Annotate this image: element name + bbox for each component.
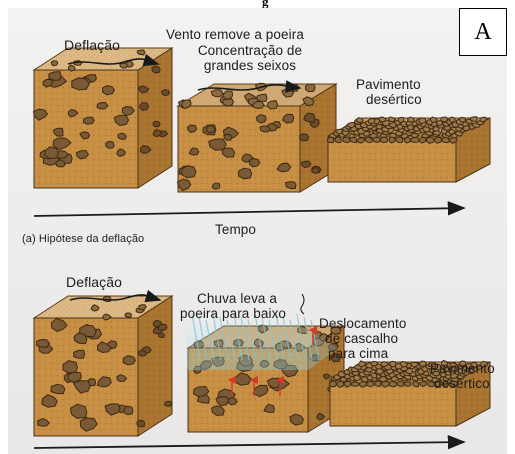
label-rain-1: Chuva leva a <box>174 291 300 306</box>
label-pavement-a-1: Pavimento <box>356 77 421 92</box>
label-rain-2: poeira para baixo <box>180 306 286 321</box>
frame-left <box>0 0 6 454</box>
label-time: Tempo <box>215 222 256 237</box>
label-caption-a: (a) Hipótese da deflação <box>22 232 144 247</box>
block-a1 <box>33 48 172 188</box>
label-concentration-2: grandes seixos <box>170 58 330 73</box>
diagram-photo: Deflação Vento remove a poeira Concentra… <box>8 8 507 454</box>
label-deflation-a: Deflação <box>64 38 120 53</box>
block-a2 <box>177 83 336 192</box>
block-b1 <box>34 296 172 436</box>
label-displacement-3: para cima <box>328 346 388 361</box>
rain-streaks <box>184 314 338 370</box>
label-pavement-a-2: desértico <box>366 92 422 107</box>
label-displacement-1: Deslocamento <box>319 316 407 331</box>
time-arrow-icon <box>34 208 464 216</box>
top-strip: g <box>0 0 515 8</box>
block-a3 <box>327 117 490 182</box>
label-wind-removes-dust: Vento remove a poeira <box>166 27 304 42</box>
panel-label-box: A <box>459 8 507 56</box>
label-pavement-b-2: desértico <box>434 376 490 391</box>
label-deflation-b: Deflação <box>66 275 122 290</box>
label-displacement-2: de cascalho <box>325 331 398 346</box>
label-pavement-b-1: Pavimento <box>430 361 495 376</box>
label-concentration-1: Concentração de <box>170 43 330 58</box>
time-arrow-icon <box>34 442 464 448</box>
diagram-art <box>8 8 507 454</box>
frame-right <box>508 0 515 454</box>
brace <box>301 294 304 314</box>
